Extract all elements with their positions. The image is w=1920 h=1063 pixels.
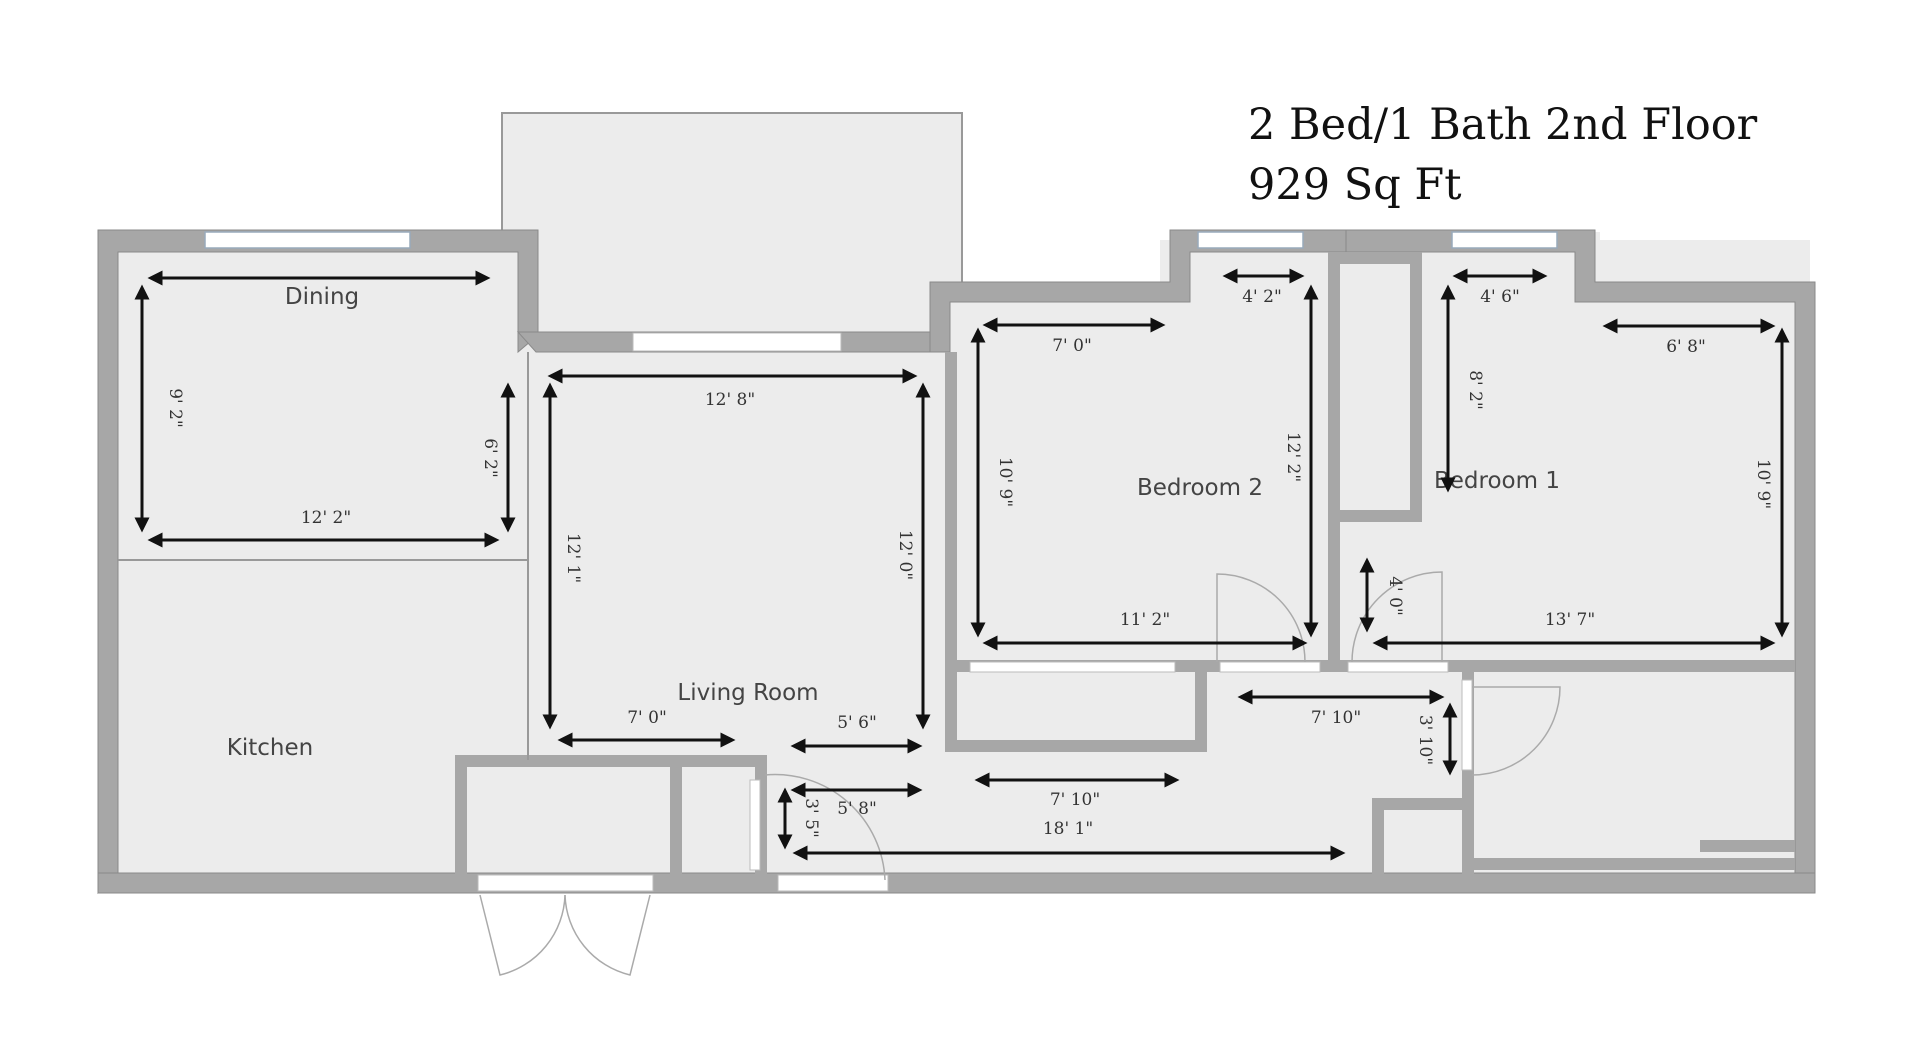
dim-living-top: 12' 8" <box>705 390 755 410</box>
dim-bed1-right: 10' 9" <box>1753 459 1773 509</box>
room-label-living-room: Living Room <box>677 680 818 706</box>
dim-hall-5-8: 5' 8" <box>837 799 877 819</box>
room-labels: Dining Kitchen Living Room Bedroom 2 Bed… <box>227 284 1560 761</box>
dimension-arrows <box>134 268 1790 861</box>
dim-bed2-right: 12' 2" <box>1283 432 1303 482</box>
room-label-bedroom2: Bedroom 2 <box>1137 475 1263 501</box>
plan-title-line2: 929 Sq Ft <box>1248 160 1462 210</box>
dim-bed2-top: 7' 0" <box>1052 336 1092 356</box>
dim-bed2-left: 10' 9" <box>995 457 1015 507</box>
balcony <box>501 112 963 334</box>
plan-title-line1: 2 Bed/1 Bath 2nd Floor <box>1248 100 1758 150</box>
windows <box>204 231 1558 892</box>
dim-hall-3-5: 3' 5" <box>801 798 821 838</box>
room-label-kitchen: Kitchen <box>227 735 313 761</box>
plan-title: 2 Bed/1 Bath 2nd Floor 929 Sq Ft <box>1248 95 1757 215</box>
dim-bed1-top: 6' 8" <box>1666 337 1706 357</box>
dim-living-bottom-left: 7' 0" <box>627 708 667 728</box>
dimension-labels: 12' 2" 9' 2" 6' 2" 12' 8" 12' 1" 12' 0" … <box>165 287 1773 839</box>
dim-living-right: 12' 0" <box>895 530 915 580</box>
room-label-bedroom1: Bedroom 1 <box>1434 468 1560 494</box>
dim-hall-18-1: 18' 1" <box>1043 819 1093 839</box>
room-label-dining: Dining <box>285 284 359 310</box>
dim-dining-height-left: 9' 2" <box>165 388 185 428</box>
dim-living-left: 12' 1" <box>563 533 583 583</box>
dim-bed1-door: 4' 0" <box>1385 576 1405 616</box>
dim-bath-height: 3' 10" <box>1415 715 1435 765</box>
dim-bath-width: 7' 10" <box>1311 708 1361 728</box>
dim-bed2-closet: 4' 2" <box>1242 287 1282 307</box>
dim-bed1-bottom: 13' 7" <box>1545 610 1595 630</box>
dim-hall-7-10: 7' 10" <box>1050 790 1100 810</box>
dim-living-bottom-right: 5' 6" <box>837 713 877 733</box>
dim-dining-width: 12' 2" <box>301 508 351 528</box>
dim-bed1-closet: 4' 6" <box>1480 287 1520 307</box>
dim-bed2-bottom: 11' 2" <box>1120 610 1170 630</box>
dim-bed1-left: 8' 2" <box>1465 370 1485 410</box>
dim-dining-height-right: 6' 2" <box>480 438 500 478</box>
